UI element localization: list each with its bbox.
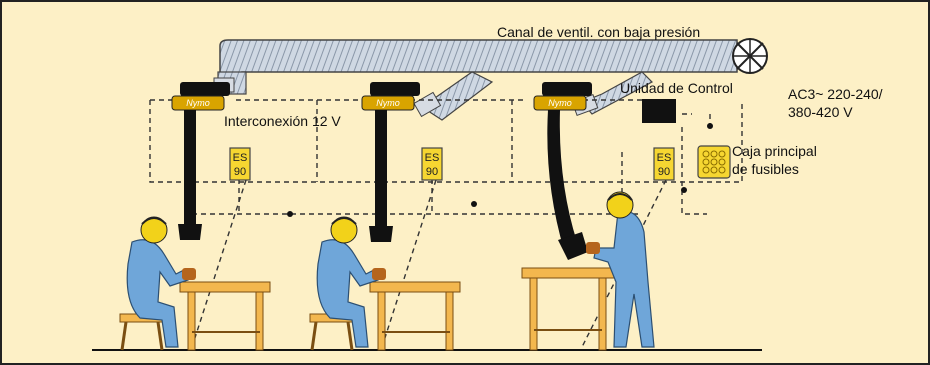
svg-text:ES: ES: [657, 152, 672, 164]
extraction-arm-2: Nymo: [361, 82, 420, 242]
interconnect-label: Interconexión 12 V: [224, 113, 341, 129]
welder-2: [316, 216, 386, 348]
svg-text:90: 90: [426, 166, 438, 178]
extraction-arm-1: Nymo: [171, 82, 230, 240]
workstation-1: [119, 216, 271, 351]
welder-1: [126, 216, 196, 348]
workstation-2: [309, 216, 461, 351]
switch-icon: [287, 123, 713, 217]
duct-label: Canal de ventil. con baja presión: [497, 24, 701, 40]
hood-brand: Nymo: [186, 98, 210, 108]
svg-text:ES: ES: [425, 152, 440, 164]
hood-brand: Nymo: [548, 98, 572, 108]
power-label-line2: 380-420 V: [788, 104, 853, 120]
fan-icon: [732, 38, 768, 74]
hood-brand: Nymo: [376, 98, 400, 108]
es-unit-2: ES 90: [421, 147, 443, 181]
es-unit-3: ES 90: [653, 147, 675, 181]
fuse-box: [697, 145, 731, 179]
workstation-3: [521, 191, 655, 351]
fuse-box-label-line2: de fusibles: [732, 161, 799, 177]
control-unit: [642, 99, 676, 123]
es-unit-1: ES 90: [229, 147, 251, 181]
extraction-arm-3: Nymo: [533, 82, 592, 260]
fuse-box-label-line1: Caja principal: [732, 143, 817, 159]
svg-text:ES: ES: [233, 152, 248, 164]
control-unit-label: Unidad de Control: [620, 80, 733, 96]
svg-text:90: 90: [658, 166, 670, 178]
power-label-line1: AC3~ 220-240/: [788, 86, 883, 102]
svg-text:90: 90: [234, 166, 246, 178]
welder-3: [586, 191, 655, 348]
